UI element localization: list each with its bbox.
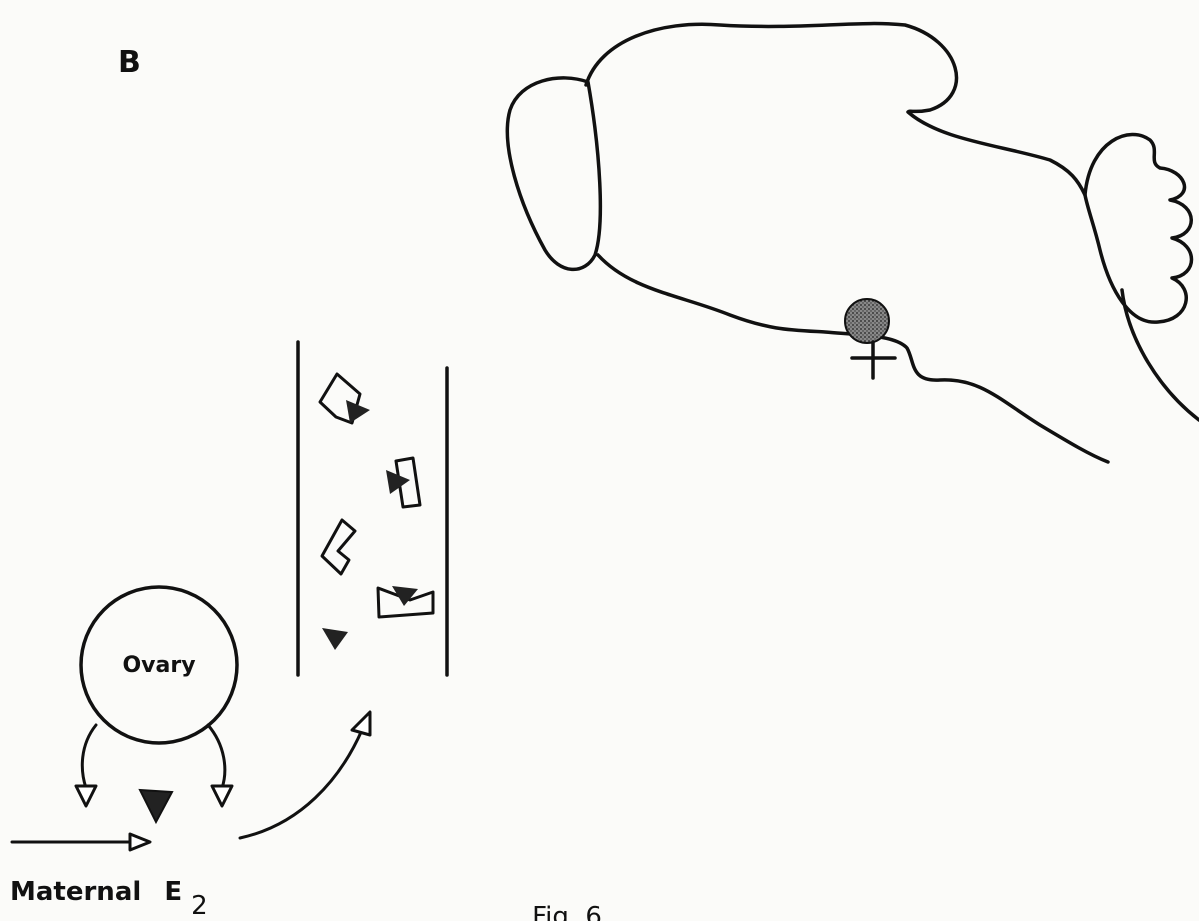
ovary-circle <box>79 585 239 745</box>
figure-caption: Fig. 6 <box>532 902 602 921</box>
female-symbol-icon <box>850 340 897 380</box>
ventral-outline <box>596 253 1110 464</box>
estradiol-subscript: 2 <box>191 891 208 921</box>
brainstem <box>1120 288 1199 422</box>
cerebellum <box>1083 132 1194 324</box>
ovary-secretion-arrows <box>74 723 234 808</box>
maternal-word: Maternal <box>10 877 141 907</box>
arrowhead-icon <box>350 710 372 737</box>
blood-vessel <box>296 340 449 677</box>
free-binding-protein-shape <box>320 518 357 576</box>
brain-diagram <box>505 21 1199 464</box>
maternal-label: Maternal E 2 <box>10 877 208 921</box>
estradiol-triangle-icon <box>138 788 174 825</box>
arrowhead-icon <box>210 784 234 808</box>
panel-label: B <box>118 45 141 80</box>
estradiol-triangle-icon <box>346 400 370 423</box>
stippled-nucleus <box>844 298 890 344</box>
maternal-arrow <box>10 832 152 852</box>
transport-arrow <box>238 710 372 840</box>
binding-protein-shape <box>394 456 422 509</box>
estradiol-triangle-icon <box>392 586 418 606</box>
bound-estradiol-complexes <box>318 372 435 650</box>
cerebrum-outline <box>584 21 1087 197</box>
olfactory-bulb <box>505 76 603 272</box>
free-estradiol-triangle-icon <box>322 628 348 650</box>
ovary-label: Ovary <box>122 653 195 678</box>
estradiol-symbol: E <box>164 877 182 907</box>
arrowhead-icon <box>128 832 152 852</box>
arrowhead-icon <box>74 784 98 808</box>
estradiol-triangle-icon <box>386 470 410 494</box>
